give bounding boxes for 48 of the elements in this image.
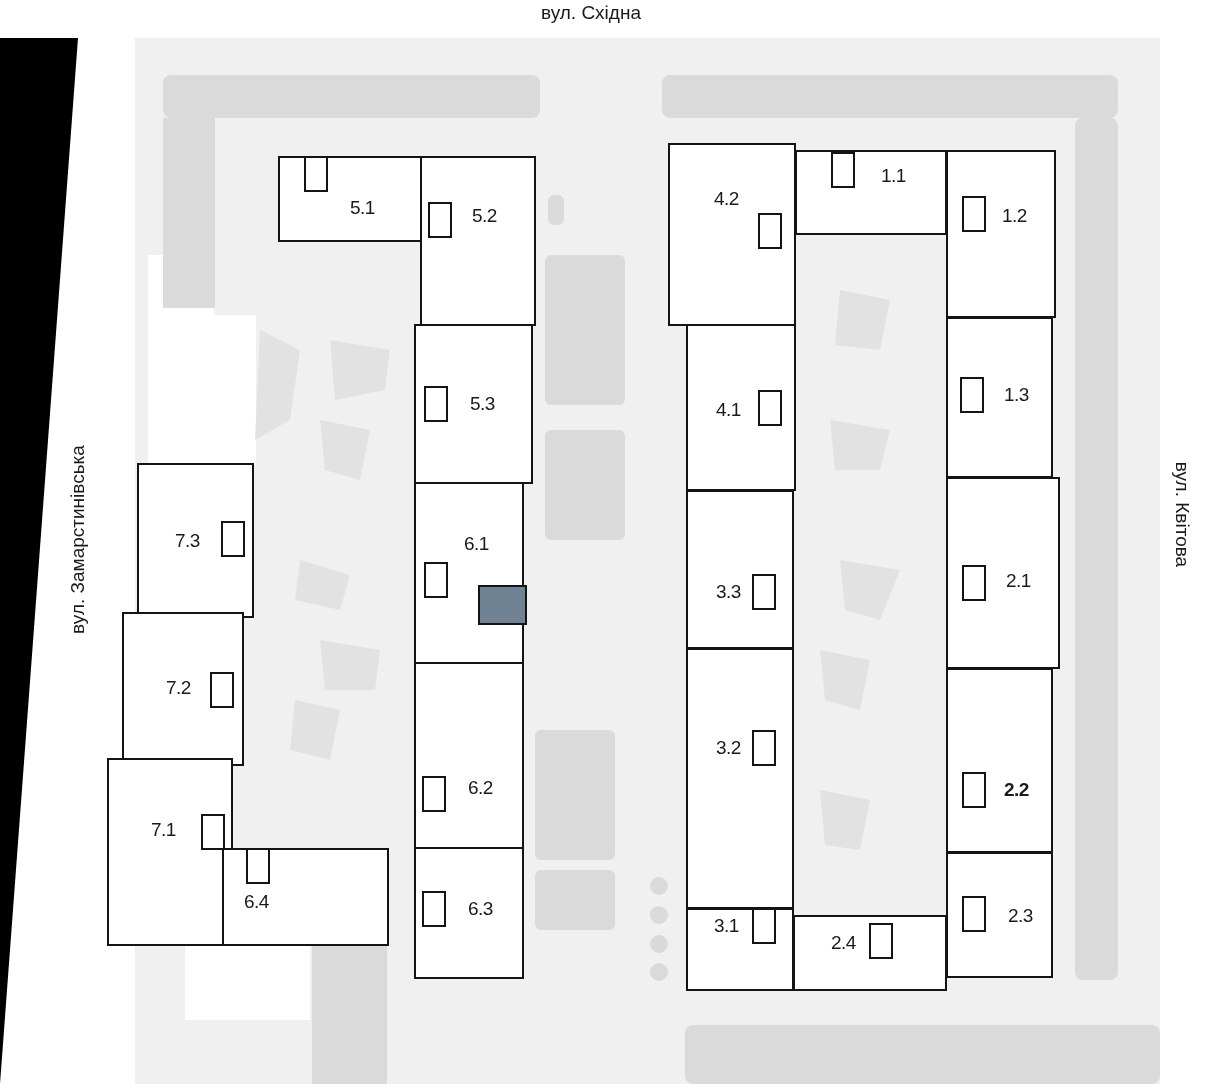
building-number: 4.1 (716, 400, 741, 419)
building-number: 6.2 (468, 778, 493, 797)
building-number: 6.1 (464, 534, 489, 553)
building-number: 3.1 (714, 916, 739, 935)
building-section (795, 150, 947, 235)
building-section (946, 668, 1053, 853)
building-section (414, 324, 533, 484)
building-number: 2.3 (1008, 906, 1033, 925)
building-section (414, 847, 524, 979)
building-number: 5.2 (472, 206, 497, 225)
building-section (420, 156, 536, 326)
building-number: 5.3 (470, 394, 495, 413)
building-number: 2.1 (1006, 571, 1031, 590)
building-number: 4.2 (714, 189, 739, 208)
building-section (137, 463, 254, 618)
building-section (946, 317, 1053, 478)
building-section (414, 662, 524, 849)
street-name: вул. Замарстинівська (67, 445, 87, 634)
building-number: 3.2 (716, 738, 741, 757)
building-section (686, 908, 794, 991)
building-number: 2.2 (1004, 780, 1029, 799)
building-section (278, 156, 422, 242)
building-section (686, 648, 794, 909)
building-number: 2.4 (831, 933, 856, 952)
building-section (107, 758, 233, 946)
building-section (686, 490, 794, 649)
building-section (946, 150, 1056, 318)
building-section (668, 143, 796, 326)
building-section (946, 477, 1060, 669)
building-number: 7.1 (151, 820, 176, 839)
building-number: 1.2 (1002, 206, 1027, 225)
building-section (793, 915, 947, 991)
building-section (946, 852, 1053, 978)
building-number: 1.1 (881, 166, 906, 185)
building-number: 5.1 (350, 198, 375, 217)
building-number: 6.4 (244, 892, 269, 911)
building-number: 7.2 (166, 678, 191, 697)
building-number: 6.3 (468, 899, 493, 918)
street-name: вул. Східна (541, 3, 641, 22)
building-section (414, 482, 524, 664)
street-name: вул. Квітова (1173, 461, 1193, 568)
building-section (686, 324, 796, 491)
building-section (122, 612, 244, 766)
building-section (222, 848, 389, 946)
building-number: 3.3 (716, 582, 741, 601)
highlighted-unit (478, 585, 527, 625)
building-number: 1.3 (1004, 385, 1029, 404)
building-number: 7.3 (175, 531, 200, 550)
